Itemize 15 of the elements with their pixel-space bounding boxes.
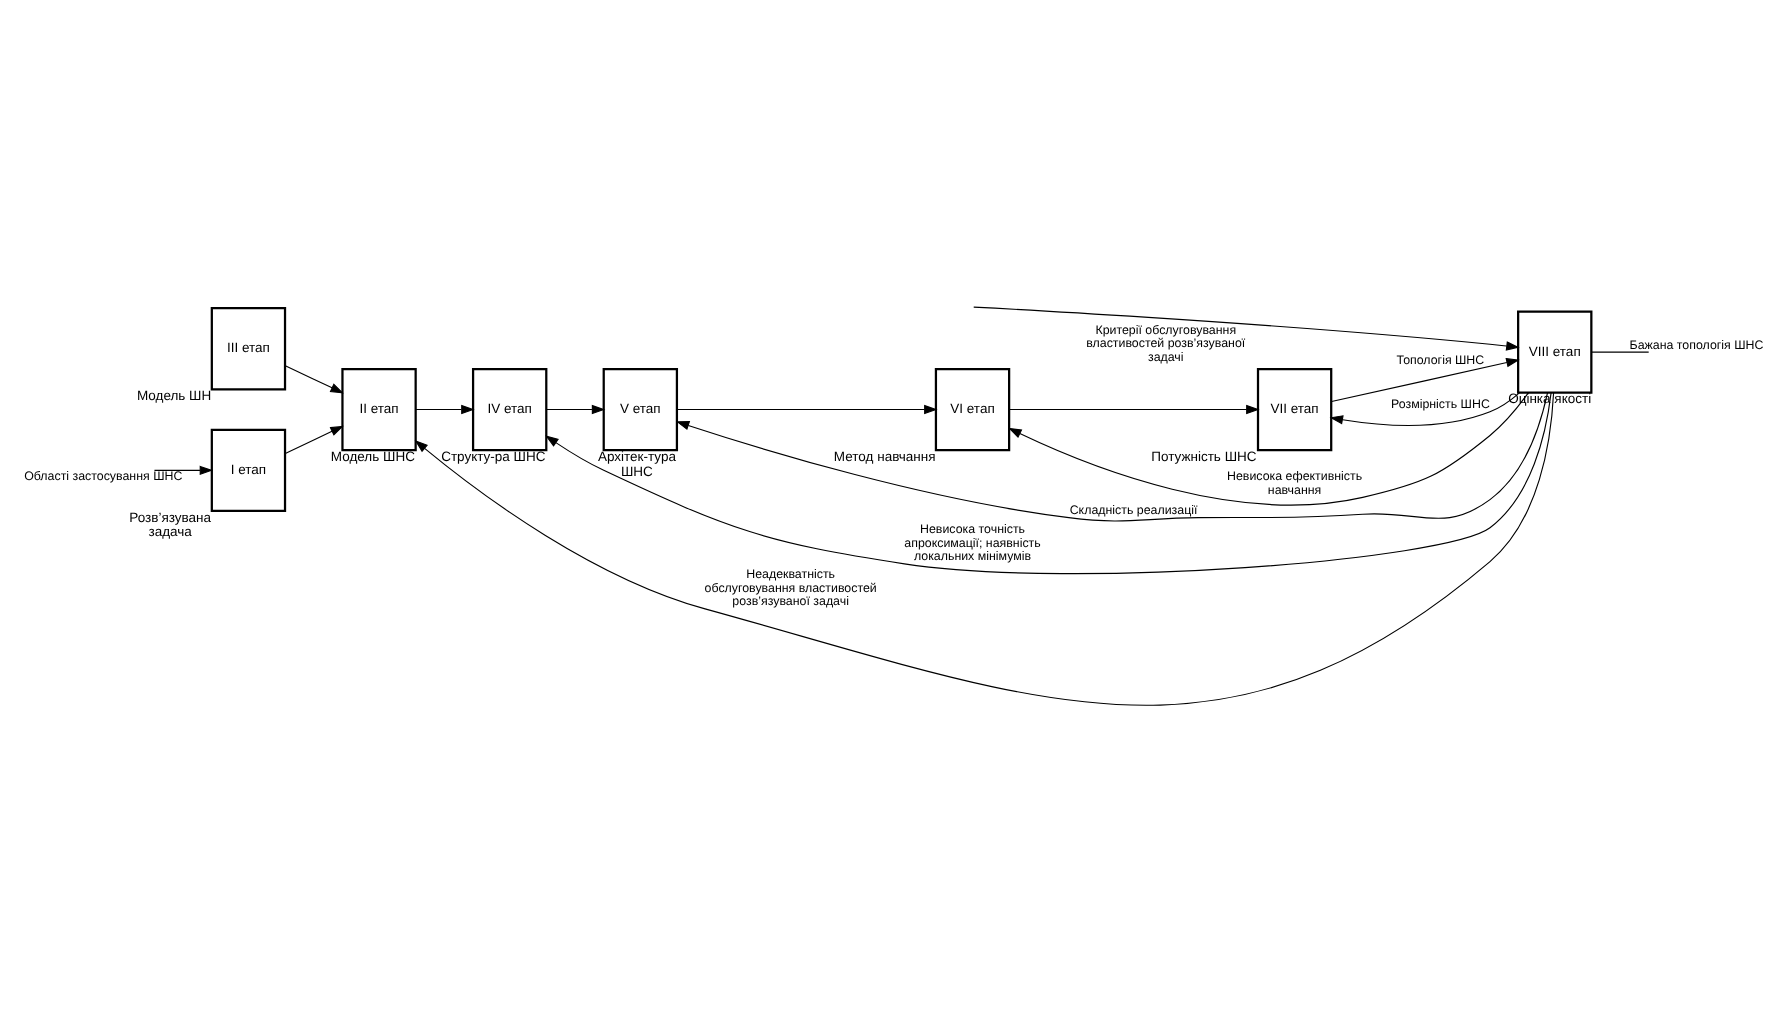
arrow (153, 465, 214, 476)
arrow (284, 425, 344, 454)
arrow (415, 404, 475, 415)
arrow (1008, 392, 1530, 506)
arrow (676, 404, 938, 415)
arrow (545, 392, 1552, 575)
arrow (675, 392, 1549, 522)
arrow (1331, 357, 1520, 403)
arrow (1008, 404, 1260, 415)
arrow (414, 392, 1555, 706)
arrow (546, 404, 606, 415)
connector (1590, 351, 1650, 353)
arrow (284, 365, 344, 394)
arrow (973, 306, 1520, 351)
arrow (1329, 392, 1520, 426)
